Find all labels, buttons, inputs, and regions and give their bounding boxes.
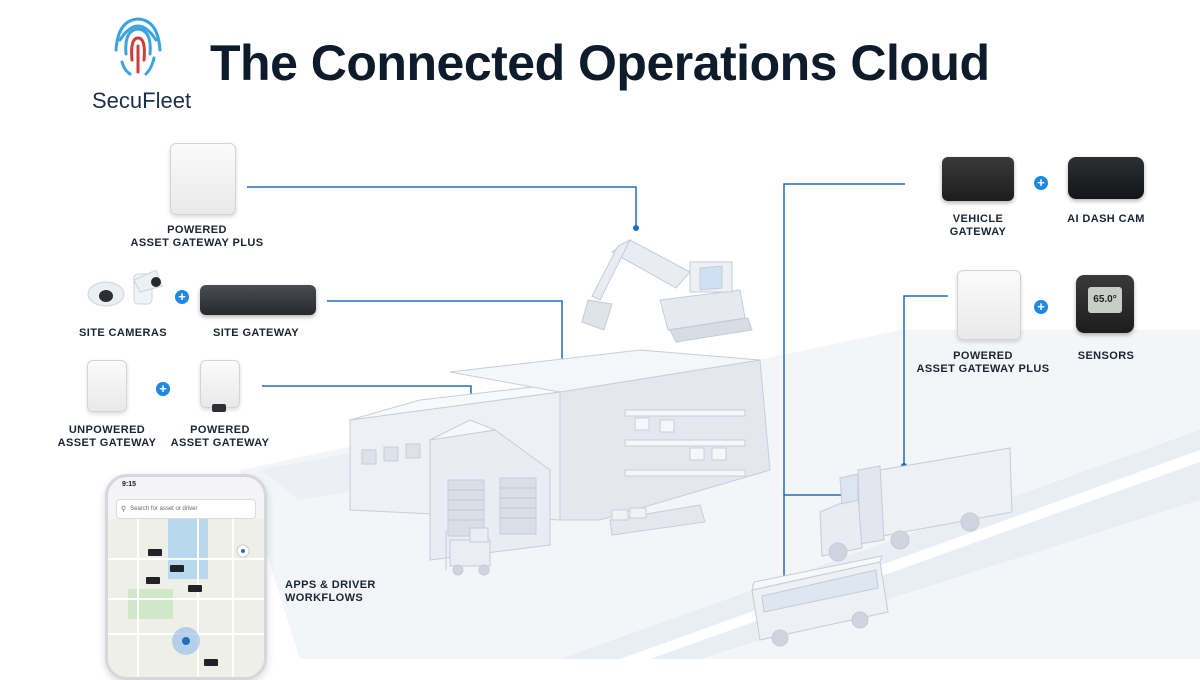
connector-dot [633, 225, 639, 231]
powered-asset-gateway-cable [212, 404, 226, 412]
fingerprint-icon [114, 17, 162, 76]
ai-dash-cam [1068, 157, 1144, 199]
label-unpowered-asset-gateway: UNPOWERED ASSET GATEWAY [57, 424, 157, 449]
plus-icon: + [1034, 300, 1048, 314]
sensor-display: 65.0° [1088, 287, 1122, 313]
phone-time: 9:15 [122, 481, 137, 488]
label-powered-asset-gateway-plus-left: POWERED ASSET GATEWAY PLUS [130, 224, 264, 249]
label-powered-asset-gateway-plus-right: POWERED ASSET GATEWAY PLUS [916, 350, 1050, 375]
label-site-cameras: SITE CAMERAS [79, 327, 167, 339]
powered-asset-gateway-plus-left [170, 143, 236, 215]
connector-powered-plus-left [247, 186, 637, 228]
road [560, 430, 1200, 659]
label-apps-driver-workflows: APPS & DRIVER WORKFLOWS [285, 579, 376, 604]
powered-asset-gateway-plus-right [957, 270, 1021, 340]
phone: 9:15 ⚲ Search for asset or driver [105, 474, 267, 680]
plus-icon: + [175, 290, 189, 304]
excavator [581, 238, 753, 343]
connector-vehicle-gateway [783, 183, 905, 496]
operations-scene [240, 183, 1200, 659]
connector-powered-plus-right [903, 295, 948, 466]
vehicle-gateway [942, 157, 1014, 201]
warehouse [349, 349, 771, 561]
unpowered-asset-gateway [87, 360, 127, 412]
site-gateway [200, 285, 316, 315]
plus-icon: + [1034, 176, 1048, 190]
page-title: The Connected Operations Cloud [210, 35, 990, 91]
logo [108, 10, 168, 82]
map-view[interactable] [108, 519, 264, 677]
label-sensors: SENSORS [1077, 350, 1135, 362]
label-vehicle-gateway: VEHICLE GATEWAY [949, 213, 1007, 238]
powered-asset-gateway [200, 360, 240, 408]
sensor-device: 65.0° [1076, 275, 1134, 333]
label-ai-dash-cam: AI DASH CAM [1067, 213, 1145, 225]
phone-status-bar: 9:15 [108, 477, 264, 497]
search-bar[interactable]: ⚲ Search for asset or driver [116, 499, 256, 519]
bus [751, 555, 889, 647]
ground-plane [240, 330, 1200, 659]
plus-icon: + [156, 382, 170, 396]
label-powered-asset-gateway: POWERED ASSET GATEWAY [170, 424, 270, 449]
search-icon: ⚲ [121, 506, 127, 513]
search-input[interactable]: Search for asset or driver [130, 506, 198, 512]
semi-truck [819, 447, 1013, 562]
label-site-gateway: SITE GATEWAY [212, 327, 300, 339]
site-cameras [84, 269, 164, 310]
logo-text: SecuFleet [92, 88, 192, 113]
forklift [445, 527, 491, 576]
